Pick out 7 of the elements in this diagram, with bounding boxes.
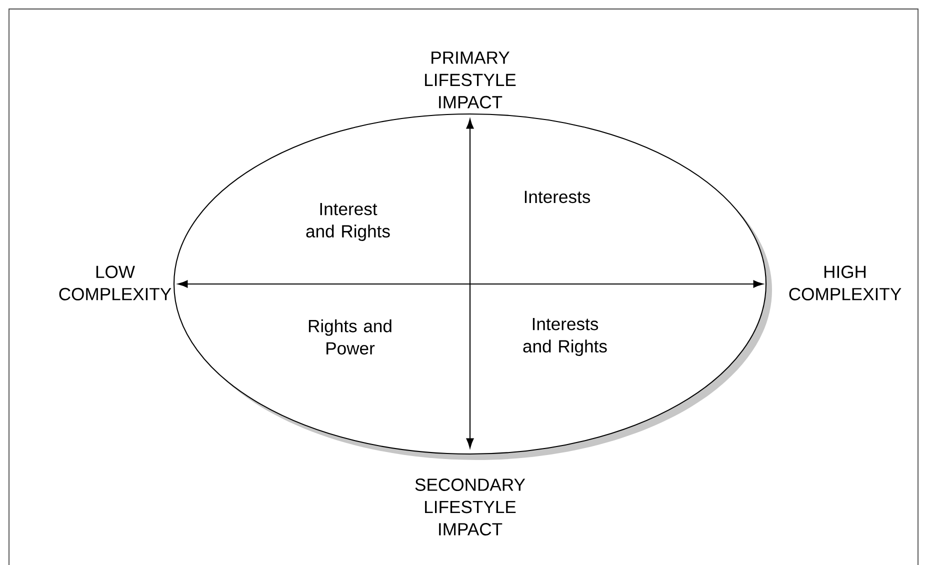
- axis-label: SECONDARY LIFESTYLE IMPACT: [415, 478, 526, 536]
- quadrant-label: Interests: [524, 190, 590, 204]
- quadrant-label: Interests and Rights: [523, 318, 607, 356]
- axis-label: HIGH COMPLEXITY: [789, 266, 902, 300]
- quadrant-label: Rights and Power: [308, 319, 392, 355]
- quadrant-label: Interest and Rights: [306, 203, 390, 241]
- ellipse: [173, 113, 772, 460]
